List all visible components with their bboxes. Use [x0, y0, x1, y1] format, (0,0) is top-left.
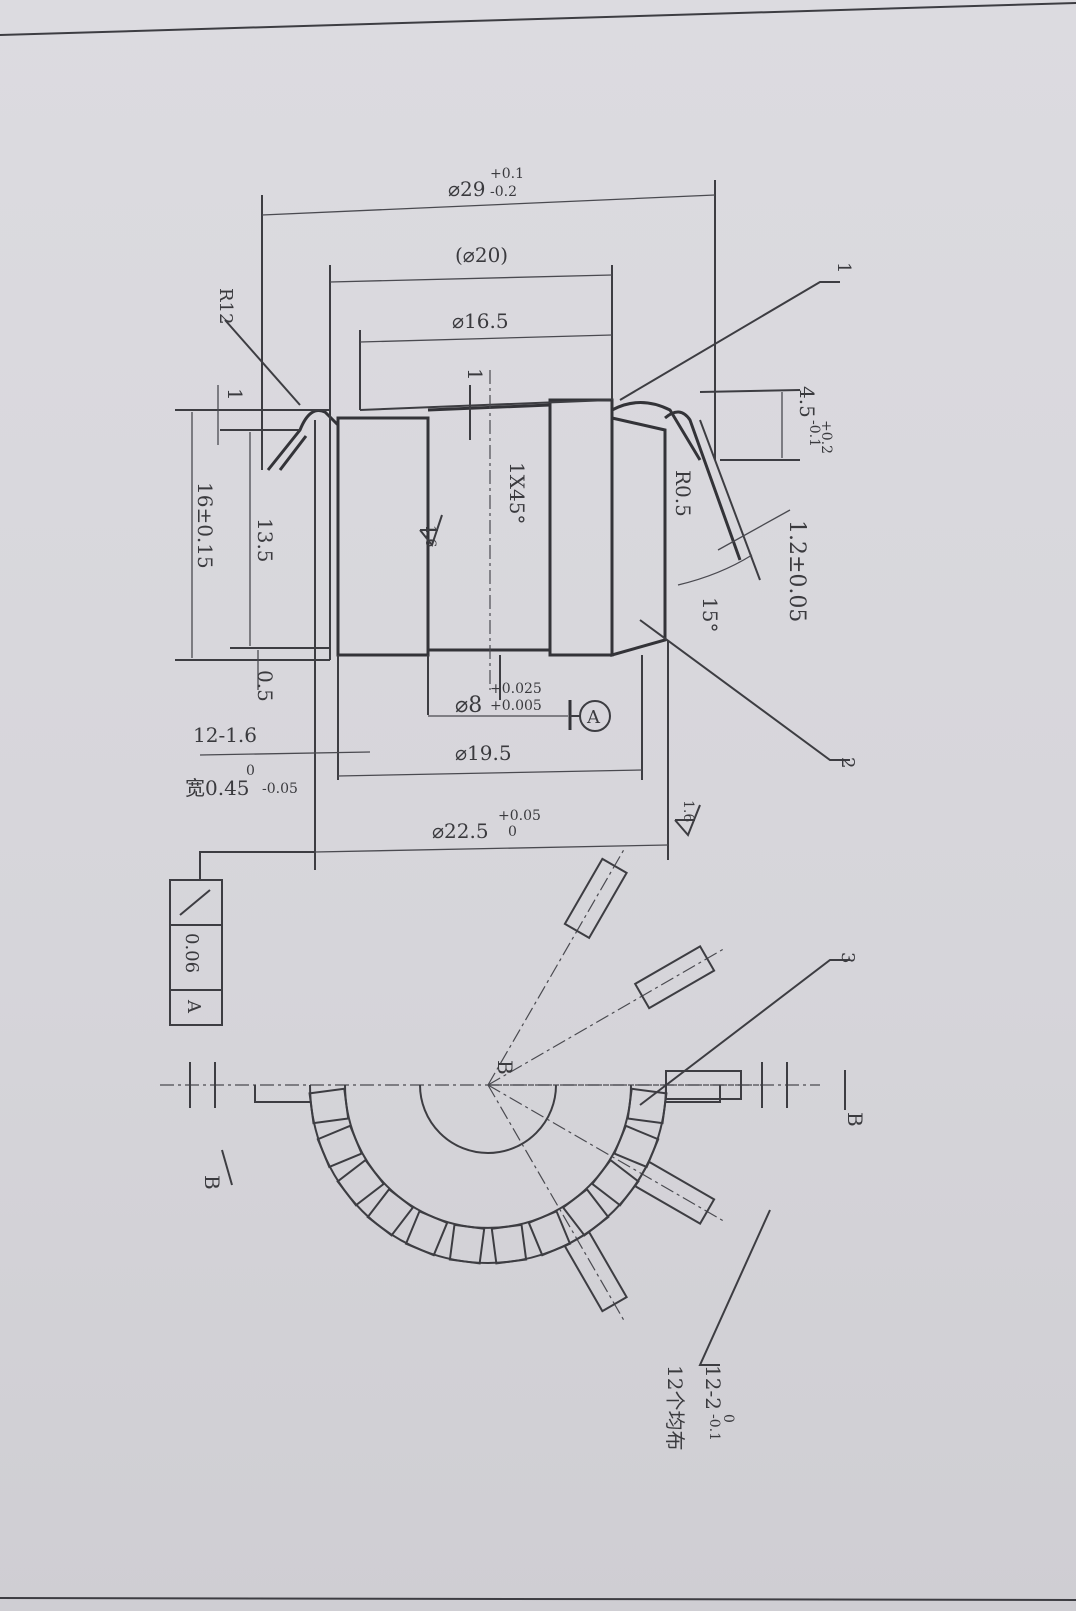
segment	[490, 1223, 528, 1265]
runout-tolerance: 0.06	[181, 933, 202, 973]
leader-part-2	[639, 619, 850, 761]
dim-bottom-step: 0.5	[253, 670, 277, 702]
svg-text:0: 0	[720, 1414, 736, 1423]
housing-section	[610, 416, 667, 657]
segment	[404, 1210, 449, 1257]
hub-arc	[419, 1084, 557, 1154]
dim-thickness: 1.2±0.05	[784, 520, 809, 622]
section-label-left: B	[200, 1175, 224, 1190]
svg-text:1: 1	[463, 368, 487, 381]
svg-text:+0.025: +0.025	[490, 681, 542, 697]
bushing-right-section	[548, 398, 614, 657]
segment	[336, 1158, 386, 1207]
dim-r12: R12	[215, 288, 236, 324]
dim-lip-height: 4.5	[795, 386, 819, 418]
dim-19-5: ⌀19.5	[455, 741, 512, 765]
svg-text:-0.2: -0.2	[490, 184, 517, 200]
roughness-symbol-2	[674, 804, 701, 837]
datum-a-symbol	[579, 700, 611, 732]
tooth-dim: 12-2	[701, 1365, 725, 1410]
sheet-border-bottom	[0, 1597, 1076, 1601]
svg-text:-0.1: -0.1	[806, 420, 822, 447]
sheet-border-top	[0, 2, 1076, 36]
bushing-left-section	[336, 416, 430, 657]
segment	[590, 1158, 640, 1207]
dim-slot-count: 12-1.6	[193, 723, 257, 747]
segment	[316, 1124, 363, 1169]
tooth	[487, 1084, 727, 1225]
dim-chamfer: 1X45°	[505, 462, 529, 524]
dim-height-total: 16±0.15	[193, 482, 217, 569]
tooth-note: 12个均布	[663, 1365, 687, 1450]
dim-slot-width: 宽0.45	[185, 776, 250, 800]
dim-outer-dia: ⌀29	[448, 177, 486, 201]
leader-part-1	[619, 281, 840, 401]
segment	[561, 1187, 610, 1237]
runout-datum: A	[183, 999, 204, 1014]
datum-a-label: A	[586, 707, 601, 728]
runout-frame	[169, 879, 223, 1026]
segment	[366, 1187, 415, 1237]
callout-part-3: 3	[837, 952, 858, 963]
dim-22-5: ⌀22.5	[432, 819, 489, 843]
segment	[626, 1087, 668, 1125]
dim-height-inner: 13.5	[253, 518, 277, 563]
leader-part-3	[639, 959, 850, 1106]
segment	[527, 1210, 572, 1257]
svg-text:-0.05: -0.05	[262, 781, 298, 797]
teeth-group	[308, 846, 763, 1324]
main-section-view	[169, 180, 850, 1026]
svg-text:+0.005: +0.005	[490, 698, 542, 714]
svg-text:1.6: 1.6	[422, 525, 438, 547]
svg-text:+0.2: +0.2	[818, 420, 834, 454]
tooth	[487, 945, 727, 1086]
tooth	[487, 846, 628, 1086]
segment	[308, 1087, 350, 1125]
dim-ref-dia: (⌀20)	[455, 243, 508, 267]
tooth	[488, 1070, 763, 1100]
tooth	[487, 1084, 628, 1324]
dim-r05: R0.5	[671, 470, 695, 517]
svg-text:0: 0	[246, 763, 255, 779]
dim-angle: 15°	[698, 597, 722, 632]
runout-icon	[179, 889, 211, 916]
segment	[448, 1223, 486, 1265]
dim-16-5: ⌀16.5	[452, 309, 509, 333]
svg-text:1.6: 1.6	[680, 800, 696, 822]
svg-text:+0.05: +0.05	[498, 808, 541, 824]
segment	[613, 1124, 660, 1169]
dim-bore: ⌀8	[455, 693, 482, 718]
main-view-annotations: ⌀29 +0.1 -0.2 (⌀20) ⌀16.5 R12 1 1 1X45° …	[181, 166, 858, 1014]
svg-text:0: 0	[508, 824, 517, 840]
callout-part-1: 1	[833, 262, 854, 273]
svg-text:1: 1	[223, 388, 247, 401]
section-label-right: B	[843, 1112, 867, 1127]
section-b-view: B B B 3 12-2 0 -0.1 12个均布	[160, 846, 867, 1450]
svg-text:-0.1: -0.1	[706, 1414, 722, 1441]
callout-part-2: 2	[837, 757, 858, 768]
roughness-symbol-1	[419, 514, 443, 548]
svg-text:+0.1: +0.1	[490, 166, 524, 182]
section-label-top: B	[493, 1060, 517, 1075]
